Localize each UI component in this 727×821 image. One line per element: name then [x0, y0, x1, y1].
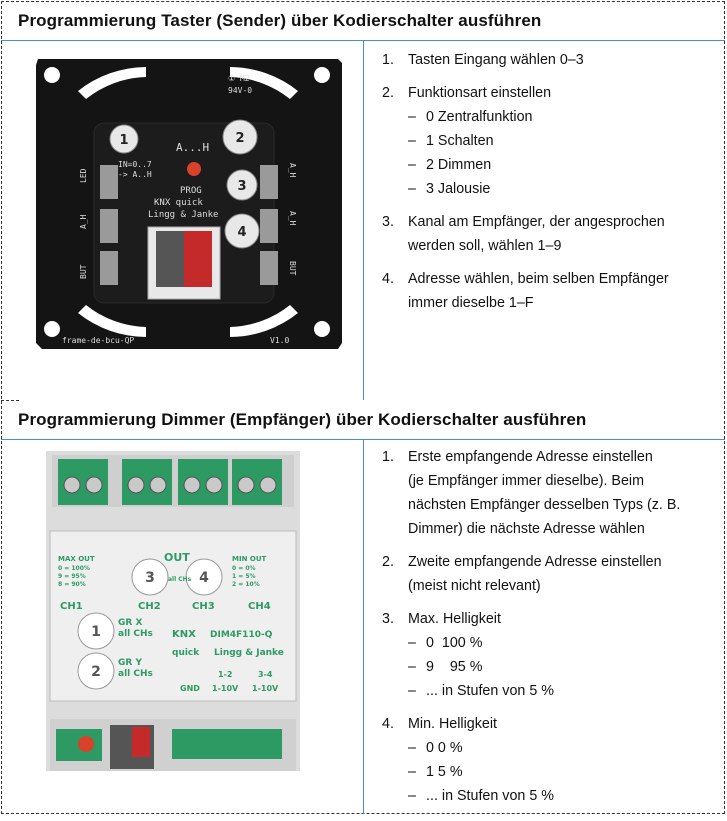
dial-label: 1	[119, 133, 128, 148]
list-item: 1.Tasten Eingang wählen 0–3	[382, 52, 584, 68]
dimmer-out-label: OUT	[164, 551, 190, 564]
device-footer-left: frame-de-bcu-QP	[62, 336, 134, 345]
dimmer-max-val: 0 = 100%	[58, 565, 90, 572]
device-label-knx: KNX quick	[154, 198, 203, 208]
list-subitem: –3 Jalousie	[408, 181, 491, 197]
divider	[1, 400, 19, 401]
column-divider	[363, 439, 364, 814]
dimmer-gry: GR Y	[118, 658, 142, 668]
list-item: 2.Funktionsart einstellen	[382, 85, 552, 101]
device-label-ah: A_H	[288, 211, 297, 226]
dimmer-model: DIM4F110-Q	[210, 630, 273, 640]
device-label-arrow: -> A..H	[118, 170, 152, 179]
dimmer-max-val: 9 = 95%	[58, 573, 86, 580]
device-label-ah: A_H	[288, 163, 297, 178]
dimmer-quick: quick	[172, 648, 200, 658]
list-subitem: –1 Schalten	[408, 133, 494, 149]
dial-label: 2	[235, 131, 244, 146]
dimmer-channel-label: CH2	[138, 601, 161, 612]
dimmer-max-out: MAX OUT	[58, 555, 95, 563]
dimmer-grx: all CHs	[118, 629, 153, 639]
dimmer-grx: GR X	[118, 618, 142, 628]
dimmer-channel-label: CH3	[192, 601, 215, 612]
list-subitem: –1 5 %	[408, 764, 463, 780]
dimmer-gnd: GND	[180, 684, 200, 693]
list-item: 4.Min. Helligkeit	[382, 716, 497, 732]
dimmer-min-out: MIN OUT	[232, 555, 267, 563]
device-label-prog: PROG	[180, 186, 202, 196]
dimmer-ch34: 3-4	[258, 670, 273, 679]
device-footer-right: V1.0	[270, 336, 289, 345]
dimmer-gry: all CHs	[118, 669, 153, 679]
dial-label: 4	[237, 225, 246, 240]
section-title-taster: Programmierung Taster (Sender) über Kodi…	[18, 11, 542, 30]
dimmer-max-val: 8 = 90%	[58, 581, 86, 588]
dimmer-min-val: 2 = 10%	[232, 581, 260, 588]
dial-label: 3	[145, 570, 155, 586]
dimmer-channel-label: CH1	[60, 601, 83, 612]
device-mark: 94V-0	[228, 86, 252, 95]
dimmer-ch12: 1-2	[218, 670, 232, 679]
dial-label: 2	[91, 664, 101, 680]
dimmer-all-chs: all CHs	[168, 576, 192, 583]
dimmer-device-photo: OUT MAX OUT 0 = 100% 9 = 95% 8 = 90% MIN…	[46, 451, 300, 771]
list-item: 3.Max. Helligkeit	[382, 611, 501, 627]
section-title-dimmer: Programmierung Dimmer (Empfänger) über K…	[18, 410, 587, 429]
column-divider	[363, 40, 364, 400]
dimmer-ch12: 1-10V	[212, 684, 239, 693]
device-label-dial: A...H	[176, 141, 209, 154]
list-item: 1.Erste empfangende Adresse einstellen(j…	[382, 449, 681, 537]
list-subitem: –... in Stufen von 5 %	[408, 683, 554, 699]
list-subitem: –... in Stufen von 5 %	[408, 788, 554, 804]
list-subitem: –9 95 %	[408, 659, 483, 675]
dimmer-min-val: 0 = 0%	[232, 565, 256, 572]
device-label-led: LED	[79, 168, 88, 183]
dimmer-knx: KNX	[172, 629, 196, 640]
dial-label: 3	[237, 179, 246, 194]
dimmer-min-val: 1 = 5%	[232, 573, 256, 580]
taster-device-photo: ① M2 94V-0 LED A_H BUT A_H A_H BUT A...H…	[28, 51, 348, 357]
list-subitem: –2 Dimmen	[408, 157, 492, 173]
device-label-but: BUT	[288, 261, 297, 276]
device-mark: ① M2	[228, 74, 250, 83]
list-subitem: –0 100 %	[408, 635, 483, 651]
device-label-in: IN=0..7	[118, 160, 152, 169]
dimmer-channel-label: CH4	[248, 601, 271, 612]
list-subitem: –0 Zentralfunktion	[408, 109, 533, 125]
dial-label: 1	[91, 624, 101, 640]
dimmer-brand: Lingg & Janke	[214, 648, 284, 658]
device-label-brand: Lingg & Janke	[148, 210, 218, 220]
device-label-but: BUT	[79, 264, 88, 279]
instruction-list-taster: 1.Tasten Eingang wählen 0–3 2.Funktionsa…	[382, 48, 717, 315]
device-label-ah: A_H	[79, 214, 88, 229]
dimmer-ch34: 1-10V	[252, 684, 279, 693]
instruction-list-dimmer: 1.Erste empfangende Adresse einstellen(j…	[382, 445, 717, 808]
dial-label: 4	[199, 570, 209, 586]
list-subitem: –0 0 %	[408, 740, 463, 756]
list-item: 2.Zweite empfangende Adresse einstellen(…	[382, 554, 662, 594]
